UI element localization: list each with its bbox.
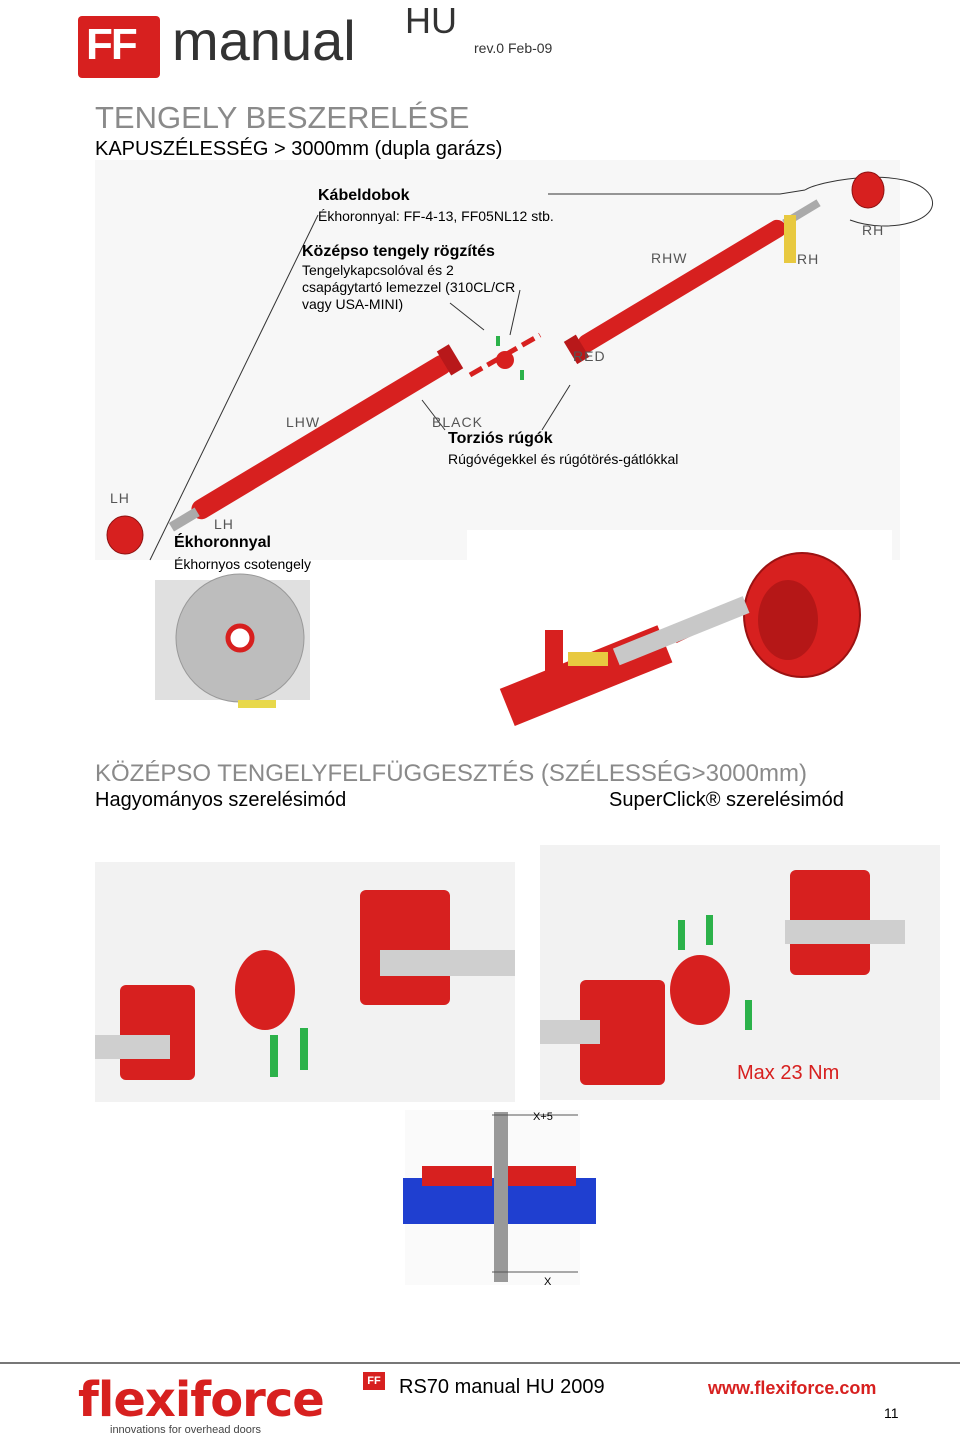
flexiforce-logo-badge: FF bbox=[363, 1372, 385, 1390]
code-red: RED bbox=[573, 348, 606, 364]
center-mount-text-2: csapágytartó lemezzel (310CL/CR bbox=[302, 279, 516, 295]
dimension-top-label: X+5 bbox=[533, 1111, 553, 1123]
flexiforce-logo: flexiforce bbox=[78, 1372, 325, 1428]
code-lh: LH bbox=[214, 516, 234, 532]
code-lhw: LHW bbox=[286, 414, 321, 430]
section2-heading: KÖZÉPSO TENGELYFELFÜGGESZTÉS (SZÉLESSÉG>… bbox=[95, 760, 807, 787]
code-black: BLACK bbox=[432, 414, 483, 430]
language-code: HU bbox=[405, 0, 457, 41]
springs-text: Rúgóvégekkel és rúgótörés-gátlókkal bbox=[448, 451, 679, 467]
springs-title: Torziós rúgók bbox=[448, 430, 553, 447]
drums-text: Ékhoronnyal: FF-4-13, FF05NL12 stb. bbox=[318, 208, 554, 224]
footer-divider bbox=[0, 1362, 960, 1364]
center-mount-text-1: Tengelykapcsolóval és 2 bbox=[302, 262, 454, 278]
section-subheading: KAPUSZÉLESSÉG > 3000mm (dupla garázs) bbox=[95, 138, 503, 160]
brand-tagline: innovations for overhead doors bbox=[110, 1424, 262, 1436]
ff-logo: FF bbox=[78, 16, 160, 78]
manual-title: manual bbox=[172, 9, 356, 72]
center-mount-title: Középso tengely rögzítés bbox=[302, 243, 495, 260]
page-number: 11 bbox=[884, 1405, 899, 1421]
code-rhw: RHW bbox=[651, 250, 688, 266]
superclick-mount-label: SuperClick® szerelésimód bbox=[609, 789, 844, 811]
drums-title: Kábeldobok bbox=[318, 187, 410, 204]
code-lh-top: LH bbox=[110, 490, 130, 506]
code-rh: RH bbox=[797, 251, 820, 267]
code-rh-top: RH bbox=[862, 222, 885, 238]
section-heading: TENGELY BESZERELÉSE bbox=[95, 100, 470, 135]
shaft-assembly-diagram bbox=[95, 160, 933, 727]
dimension-bottom-label: X bbox=[544, 1276, 552, 1288]
shaft-text: Ékhornyos csotengely bbox=[174, 556, 311, 572]
center-bearing-diagram bbox=[95, 845, 940, 1285]
torque-limit-label: Max 23 Nm bbox=[737, 1062, 840, 1084]
traditional-mount-label: Hagyományos szerelésimód bbox=[95, 789, 347, 811]
revision-label: rev.0 Feb-09 bbox=[474, 40, 553, 56]
center-mount-text-3: vagy USA-MINI) bbox=[302, 296, 404, 312]
document-title: RS70 manual HU 2009 bbox=[399, 1376, 605, 1398]
website-link[interactable]: www.flexiforce.com bbox=[708, 1378, 877, 1398]
shaft-title: Ékhoronnyal bbox=[174, 534, 271, 551]
